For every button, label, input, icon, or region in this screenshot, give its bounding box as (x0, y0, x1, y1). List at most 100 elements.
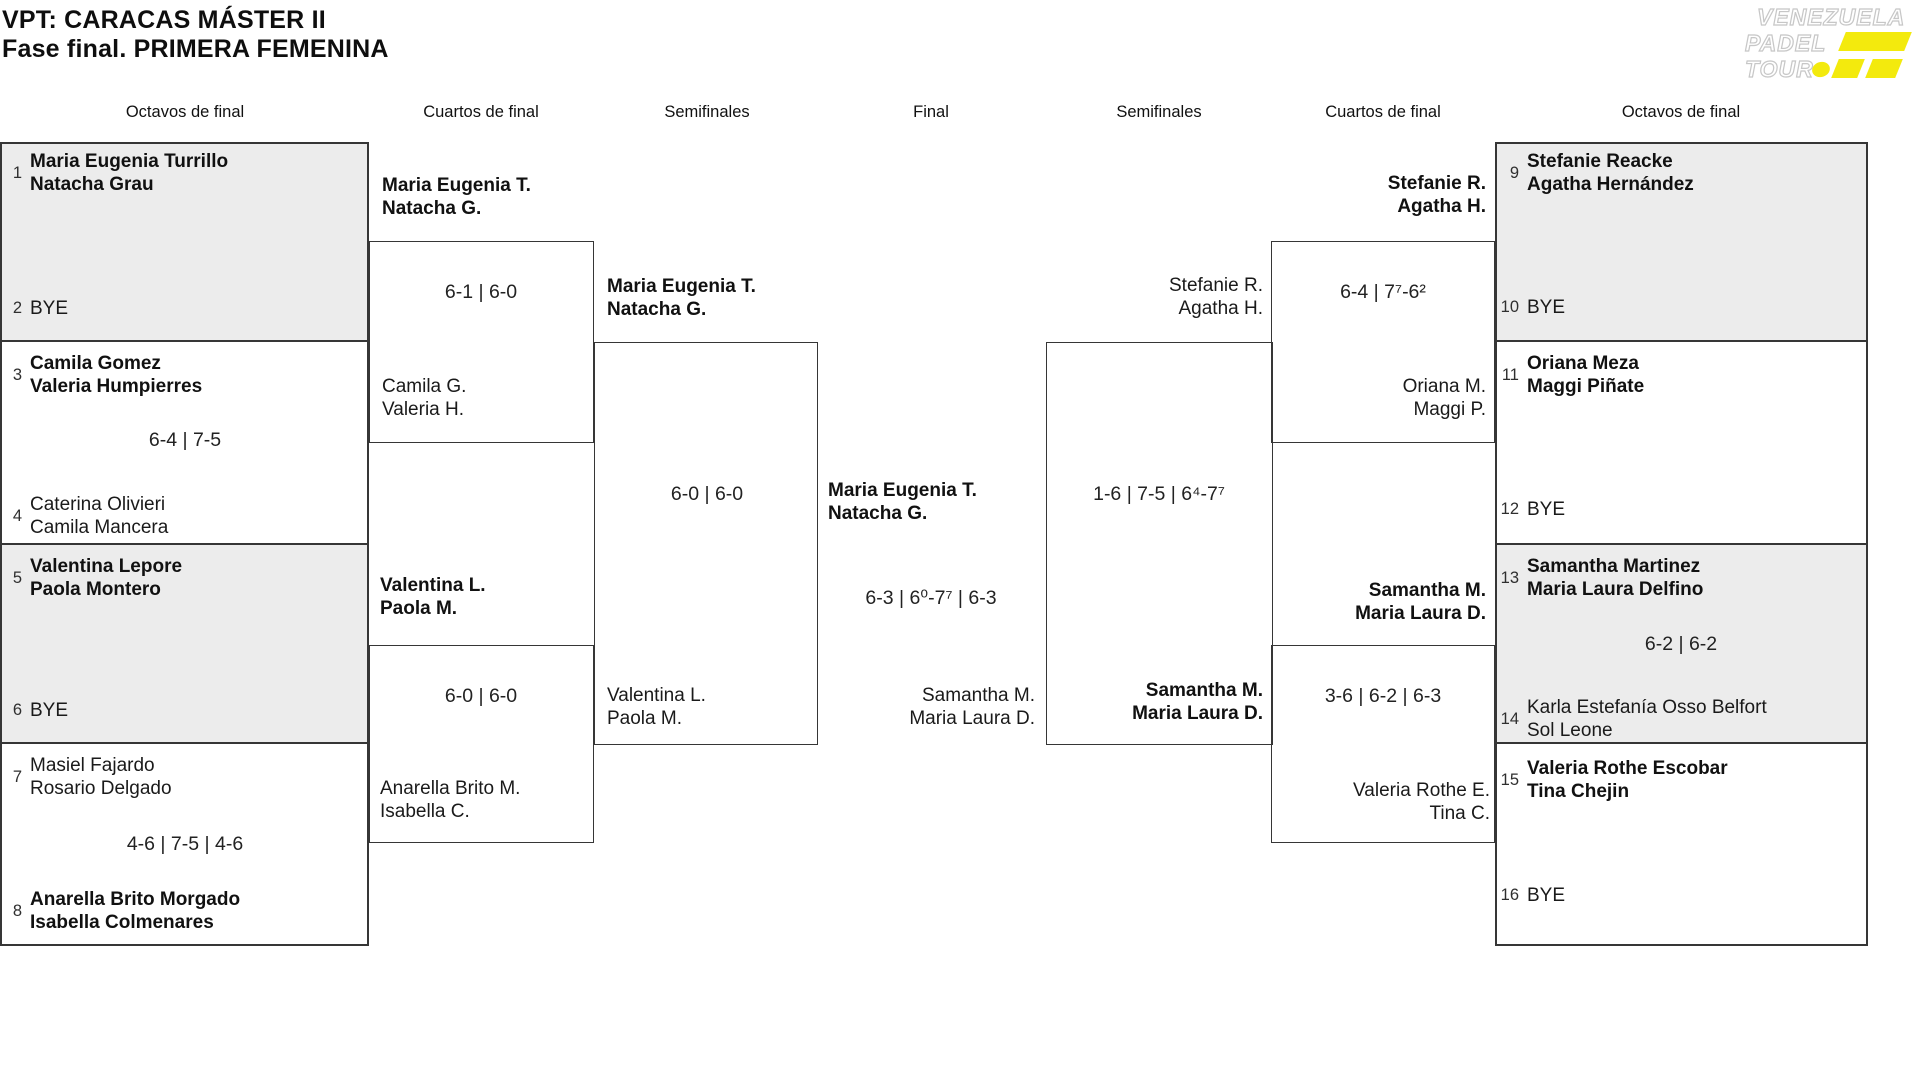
player-1: Maria Eugenia T. (382, 175, 531, 196)
seed-number: 15 (1500, 770, 1519, 789)
player-2: Maria Laura Delfino (1527, 579, 1704, 600)
player-2: Natacha Grau (30, 174, 154, 195)
octavos-left-box-1-2 (0, 142, 369, 342)
logo-bar-top-icon (1838, 32, 1912, 51)
player-1: Stefanie Reacke (1527, 151, 1673, 172)
label-qf-right-top-loser: Oriana M. Maggi P. (1403, 375, 1486, 421)
player-1: Oriana Meza (1527, 353, 1639, 374)
round-header-cuartos-right: Cuartos de final (1325, 103, 1441, 121)
qf-right-top-rect (1271, 241, 1495, 443)
vpt-logo: VENEZUELA PADEL TOUR (1740, 2, 1918, 84)
seed-number: 9 (1509, 163, 1519, 182)
score-qf-right-bottom: 3-6 | 6-2 | 6-3 (1324, 685, 1442, 707)
player-1: Maria Eugenia Turrillo (30, 151, 229, 172)
player-1: Anarella Brito Morgado (30, 889, 241, 910)
team-names: Caterina Olivieri Camila Mancera (30, 493, 168, 539)
seed-row-16: 16 BYE (1499, 884, 1565, 907)
player-2: Natacha G. (828, 503, 928, 524)
player-2: Paola M. (380, 598, 458, 619)
bye-label: BYE (30, 298, 69, 319)
player-2: Agatha H. (1397, 196, 1486, 217)
player-1: Samantha M. (1145, 680, 1263, 701)
seed-number: 4 (12, 506, 22, 525)
score-octavos-7-8: 4-6 | 7-5 | 4-6 (126, 833, 244, 855)
sf-left-rect (594, 342, 818, 745)
player-1: Samantha Martinez (1527, 556, 1701, 577)
seed-row-2: 2 BYE (2, 297, 68, 320)
score-qf-left-top: 6-1 | 6-0 (444, 281, 518, 303)
seed-number: 2 (12, 299, 22, 317)
logo-text-venezuela: VENEZUELA (1756, 3, 1906, 30)
seed-number: 12 (1500, 500, 1519, 518)
seed-number: 1 (12, 163, 22, 182)
score-octavos-13-14: 6-2 | 6-2 (1644, 633, 1718, 655)
player-2: Isabella C. (380, 801, 470, 822)
sf-right-rect (1046, 342, 1273, 745)
team-names: BYE (1527, 498, 1565, 521)
player-2: Camila Mancera (30, 517, 169, 538)
round-header-cuartos-left: Cuartos de final (423, 103, 539, 121)
seed-number: 14 (1500, 709, 1519, 728)
team-names: BYE (30, 297, 68, 320)
player-1: Masiel Fajardo (30, 755, 155, 776)
label-qf-left-top-winner: Maria Eugenia T. Natacha G. (382, 174, 531, 220)
round-header-semifinales-right: Semifinales (1116, 103, 1202, 121)
score-qf-left-bottom: 6-0 | 6-0 (444, 685, 518, 707)
player-1: Valentina L. (607, 685, 706, 706)
seed-row-7: 7 Masiel Fajardo Rosario Delgado (2, 754, 172, 800)
seed-row-13: 13 Samantha Martinez Maria Laura Delfino (1499, 555, 1704, 601)
player-2: Isabella Colmenares (30, 912, 214, 933)
player-1: Valentina L. (380, 575, 486, 596)
score-sf-left: 6-0 | 6-0 (670, 483, 744, 505)
seed-row-10: 10 BYE (1499, 296, 1565, 319)
player-1: Maria Eugenia T. (828, 480, 977, 501)
player-2: Natacha G. (382, 198, 482, 219)
label-qf-left-bottom-loser: Anarella Brito M. Isabella C. (380, 777, 520, 823)
player-1: Camila G. (382, 376, 467, 397)
team-names: Masiel Fajardo Rosario Delgado (30, 754, 172, 800)
player-1: Valentina Lepore (30, 556, 183, 577)
octavos-right-box-15-16 (1495, 742, 1868, 946)
team-names: Camila Gomez Valeria Humpierres (30, 352, 202, 398)
bye-label: BYE (1527, 885, 1566, 906)
player-2: Maria Laura D. (909, 708, 1035, 729)
player-2: Natacha G. (607, 299, 707, 320)
player-2: Tina C. (1429, 803, 1490, 824)
tournament-title: VPT: CARACAS MÁSTER II (2, 6, 326, 34)
seed-number: 10 (1500, 298, 1519, 316)
player-1: Oriana M. (1402, 376, 1486, 397)
player-1: Stefanie R. (1387, 173, 1486, 194)
logo-bar-small-icon (1831, 59, 1865, 78)
team-names: Oriana Meza Maggi Piñate (1527, 352, 1644, 398)
score-qf-right-top: 6-4 | 7⁷-6² (1340, 281, 1426, 303)
seed-row-11: 11 Oriana Meza Maggi Piñate (1499, 352, 1644, 398)
octavos-right-box-9-10 (1495, 142, 1868, 342)
octavos-right-box-13-14 (1495, 543, 1868, 744)
qf-right-bottom-rect (1271, 645, 1495, 843)
bye-label: BYE (1527, 297, 1566, 318)
qf-left-bottom-rect (369, 645, 594, 843)
player-2: Paola Montero (30, 579, 161, 600)
label-final-runner-up: Samantha M. Maria Laura D. (909, 684, 1035, 730)
team-names: Stefanie Reacke Agatha Hernández (1527, 150, 1694, 196)
seed-row-5: 5 Valentina Lepore Paola Montero (2, 555, 182, 601)
bye-label: BYE (1527, 499, 1566, 520)
seed-number: 13 (1500, 568, 1519, 587)
player-2: Maria Laura D. (1132, 703, 1263, 724)
player-1: Samantha M. (922, 685, 1035, 706)
label-qf-left-bottom-winner: Valentina L. Paola M. (380, 574, 486, 620)
seed-row-9: 9 Stefanie Reacke Agatha Hernández (1499, 150, 1694, 196)
team-names: Samantha Martinez Maria Laura Delfino (1527, 555, 1703, 601)
seed-number: 11 (1501, 365, 1519, 384)
player-2: Valeria Humpierres (30, 376, 203, 397)
player-1: Samantha M. (1368, 580, 1486, 601)
player-2: Maria Laura D. (1355, 603, 1486, 624)
label-qf-right-bottom-winner: Samantha M. Maria Laura D. (1355, 579, 1486, 625)
team-names: Maria Eugenia Turrillo Natacha Grau (30, 150, 228, 196)
seed-number: 5 (12, 568, 22, 587)
round-header-final: Final (913, 103, 949, 121)
player-2: Agatha H. (1178, 298, 1264, 319)
seed-row-6: 6 BYE (2, 699, 68, 722)
player-2: Paola M. (607, 708, 682, 729)
